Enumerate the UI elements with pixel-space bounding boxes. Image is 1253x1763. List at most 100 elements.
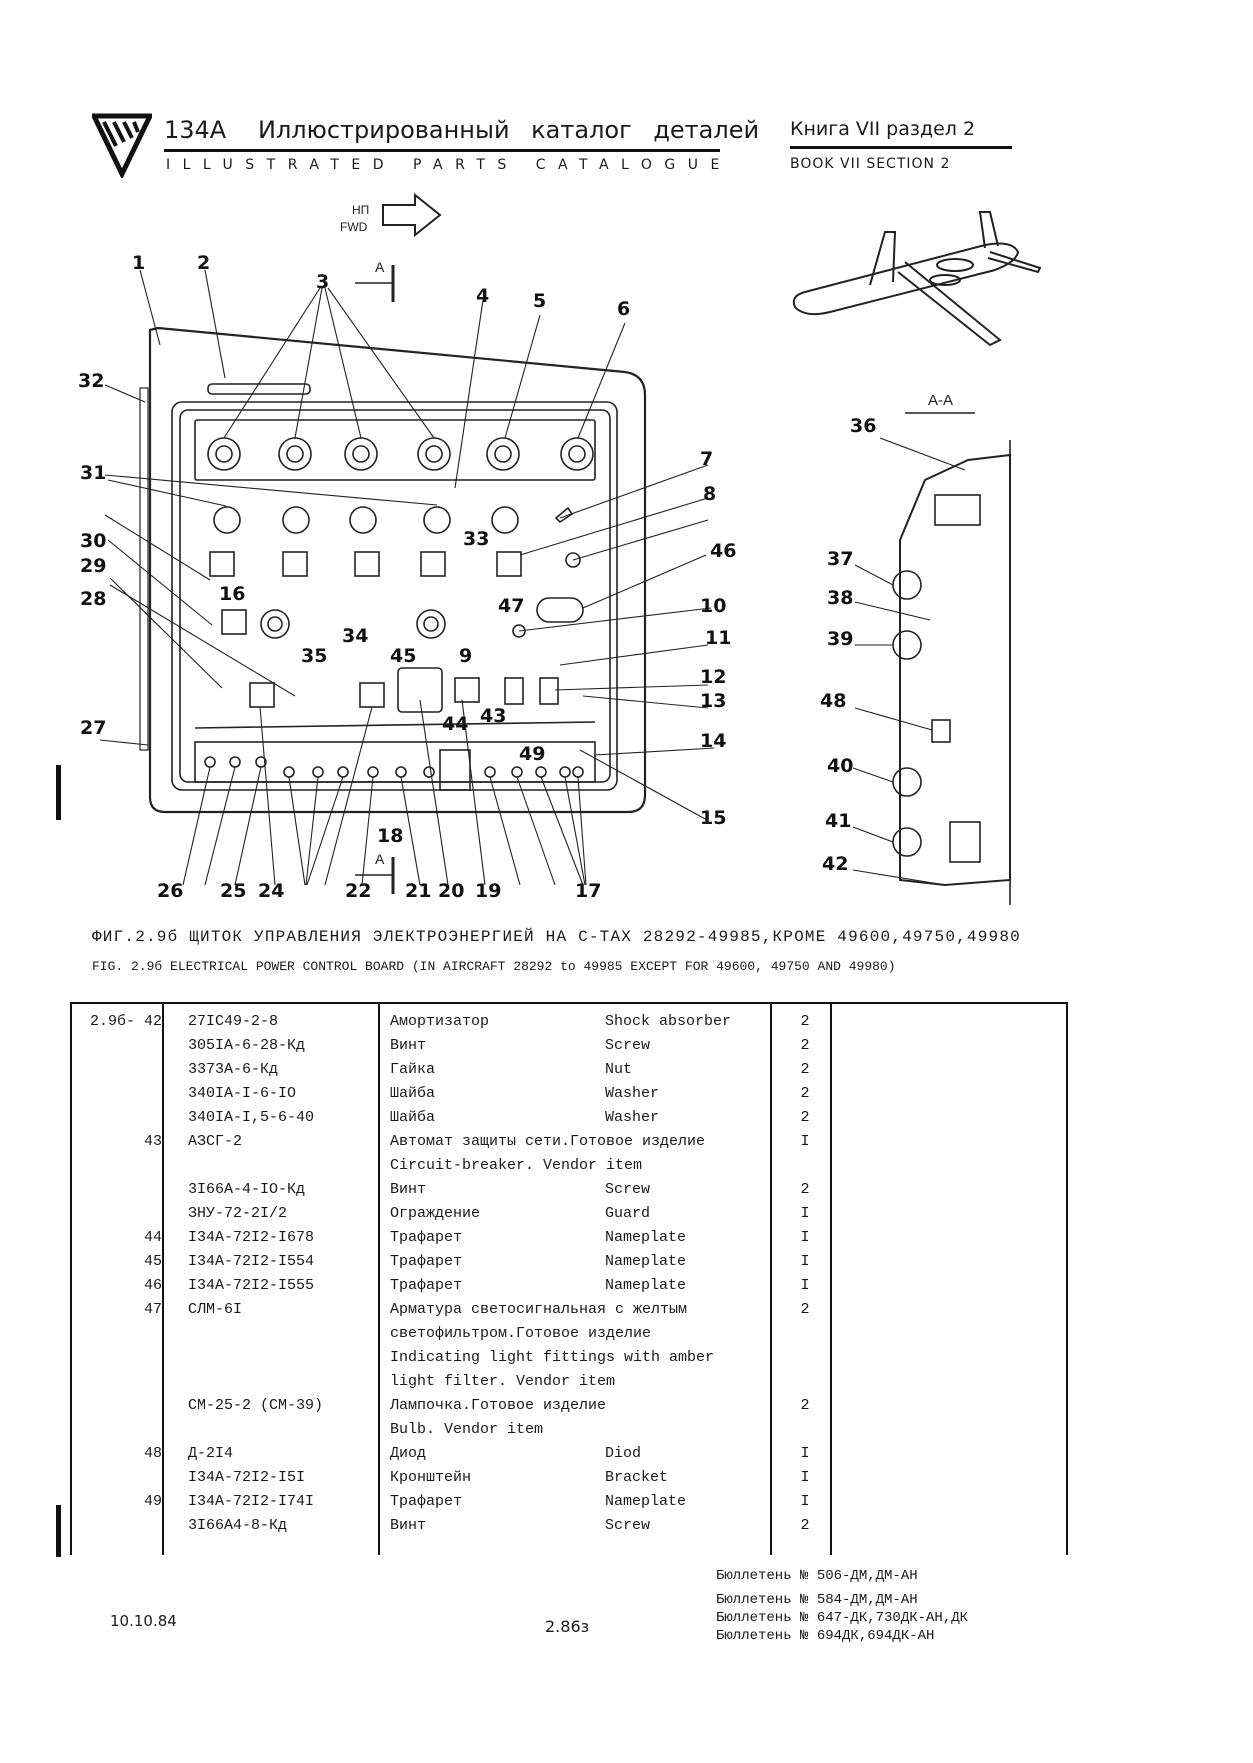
name-ru: Диод [390, 1445, 427, 1462]
quantity: I [800, 1493, 810, 1510]
quantity: 2 [800, 1013, 810, 1030]
row-index [70, 1034, 162, 1058]
section-view-label: A-A [928, 392, 953, 409]
part-number: 305IА-6-28-Кд [188, 1037, 306, 1054]
part-number: 3I66А-4-IО-Кд [188, 1181, 306, 1198]
name-ru: Трафарет [390, 1229, 463, 1246]
quantity [790, 1154, 820, 1178]
quantity: 2 [800, 1109, 810, 1126]
quantity: I [800, 1445, 810, 1462]
row-index [70, 1178, 162, 1202]
name-ru: Арматура светосигнальная с желтым [390, 1301, 688, 1318]
quantity: 2 [800, 1301, 810, 1318]
name-en: Nameplate [605, 1493, 687, 1510]
quantity: 2 [800, 1085, 810, 1102]
name-en: Nameplate [605, 1277, 687, 1294]
name-en: Washer [605, 1109, 660, 1126]
quantity: I [800, 1277, 810, 1294]
row-index [70, 1514, 162, 1538]
name-ru: Кронштейн [390, 1469, 472, 1486]
quantity: 2 [800, 1061, 810, 1078]
figure-caption-en: FIG. 2.9б ELECTRICAL POWER CONTROL BOARD… [92, 959, 896, 974]
toggle-switch-row [209, 551, 584, 791]
control-board-panel [139, 326, 647, 814]
catalog-title-ru: Иллюстрированный каталог деталей [258, 116, 760, 144]
row-index: 45 [143, 1253, 162, 1270]
name-en: Shock absorber [605, 1013, 732, 1030]
name-en: Diod [605, 1445, 642, 1462]
row-index: 49 [143, 1493, 162, 1510]
figure-caption-ru: ФИГ.2.9б ЩИТОК УПРАВЛЕНИЯ ЭЛЕКТРОЭНЕРГИЕ… [92, 928, 1021, 946]
name-en: Nut [605, 1061, 633, 1078]
rotary-switch-row [213, 506, 574, 534]
part-number: I34А-72I2-I554 [188, 1253, 315, 1270]
dial-row [207, 437, 594, 471]
part-number: СЛМ-6I [188, 1301, 243, 1318]
part-number: ЗНУ-72-2I/2 [188, 1205, 288, 1222]
name-en: Bracket [605, 1469, 669, 1486]
quantity [790, 1370, 820, 1394]
name-ru: Шайба [390, 1085, 436, 1102]
quantity: 2 [800, 1397, 810, 1414]
name-ru: Автомат защиты сети.Готовое изделие [390, 1133, 706, 1150]
row-index: 48 [143, 1445, 162, 1462]
table-column-divider [162, 1002, 164, 1555]
quantity: 2 [800, 1517, 810, 1534]
direction-ru: НП [352, 203, 369, 217]
row-index [70, 1418, 162, 1442]
name-ru: light filter. Vendor item [390, 1373, 616, 1390]
section-mark-top: A [375, 259, 385, 275]
parts-illustration: НП FWD [99, 192, 1042, 905]
name-ru: Винт [390, 1517, 427, 1534]
name-ru: светофильтром.Готовое изделие [390, 1325, 652, 1342]
part-number: 3373А-6-Кд [188, 1061, 279, 1078]
name-en: Nameplate [605, 1253, 687, 1270]
table-column-divider [770, 1002, 772, 1555]
quantity: I [800, 1469, 810, 1486]
row-index [70, 1370, 162, 1394]
leader-lines [99, 269, 966, 886]
row-index [70, 1058, 162, 1082]
row-index [70, 1322, 162, 1346]
bulletin: Бюллетень № 694ДК,694ДК-АН [716, 1628, 935, 1644]
name-en: Screw [605, 1037, 651, 1054]
name-ru: Шайба [390, 1109, 436, 1126]
part-number: I34А-72I2-I74I [188, 1493, 315, 1510]
aircraft-model: 134А [164, 116, 227, 144]
part-number: 340IА-I-6-IО [188, 1085, 297, 1102]
direction-en: FWD [340, 220, 368, 234]
quantity: I [800, 1133, 810, 1150]
bulletin: Бюллетень № 506-ДМ,ДМ-АН [716, 1568, 918, 1584]
name-ru: Винт [390, 1181, 427, 1198]
section-cut-mark-top [355, 265, 395, 302]
row-index [70, 1154, 162, 1178]
name-ru: Трафарет [390, 1493, 463, 1510]
quantity [790, 1346, 820, 1370]
name-ru: Лампочка.Готовое изделие [390, 1397, 607, 1414]
change-bar [56, 1505, 61, 1557]
part-number: АЗСГ-2 [188, 1133, 243, 1150]
name-en: Screw [605, 1517, 651, 1534]
section-view-a-a [892, 412, 1011, 905]
section-cut-mark-bottom [355, 857, 395, 894]
part-number: 340IА-I,5-6-40 [188, 1109, 315, 1126]
quantity [790, 1322, 820, 1346]
bulletin: Бюллетень № 584-ДМ,ДМ-АН [716, 1592, 918, 1608]
table-border [70, 1002, 72, 1555]
forward-arrow-icon [382, 192, 442, 238]
fuse-row [204, 756, 584, 778]
table-border [1066, 1002, 1068, 1555]
name-ru: Circuit-breaker. Vendor item [390, 1157, 643, 1174]
name-ru: Indicating light fittings with amber [390, 1349, 715, 1366]
quantity: I [800, 1253, 810, 1270]
quantity: I [800, 1229, 810, 1246]
part-number: СМ-25-2 (СМ-39) [188, 1397, 324, 1414]
name-en: Washer [605, 1085, 660, 1102]
quantity: 2 [800, 1037, 810, 1054]
quantity: I [800, 1205, 810, 1222]
name-ru: Ограждение [390, 1205, 481, 1222]
name-ru: Трафарет [390, 1253, 463, 1270]
row-index [70, 1202, 162, 1226]
part-number: I34А-72I2-I678 [188, 1229, 315, 1246]
change-bar [56, 765, 61, 820]
